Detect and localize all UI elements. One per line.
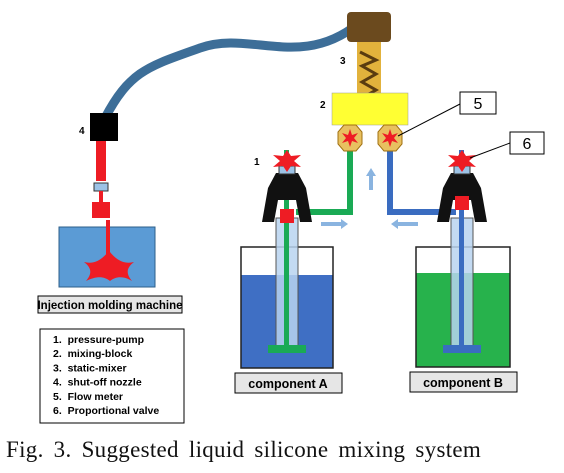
mixing-block: [331, 92, 409, 126]
figure-caption: Fig. 3. Suggested liquid silicone mixing…: [6, 437, 482, 462]
part-number-6: 6: [523, 136, 532, 153]
legend-item: 5. Flow meter: [53, 391, 123, 403]
line-b: [387, 142, 456, 215]
legend-item: 4. shut-off nozzle: [53, 377, 142, 389]
part-number-2: 2: [320, 100, 326, 111]
legend-item: 6. Proportional valve: [53, 405, 159, 417]
pump-b-rod: [459, 150, 464, 346]
callout-6-leader: [469, 142, 511, 159]
part-number-5: 5: [474, 96, 483, 113]
flow-meter-a-star: [342, 129, 358, 147]
pump-a-body: [262, 173, 312, 222]
component-a-label: component A: [248, 377, 327, 391]
pump-b-foot: [443, 345, 481, 353]
machine-label-box: [37, 295, 183, 314]
flow-arrow-a: [321, 219, 348, 229]
flow-meter-b-star: [382, 129, 398, 147]
part-number-4: 4: [79, 126, 85, 137]
line-a: [296, 142, 353, 215]
nozzle-link: [99, 191, 103, 202]
legend-item: 2. mixing-block: [53, 348, 133, 360]
mold-cavity: [84, 252, 134, 281]
part-number-3: 3: [340, 56, 346, 67]
pump-a-valve: [280, 209, 294, 223]
flow-arrow-up: [366, 168, 376, 190]
callout-6-box: [509, 131, 545, 155]
callout-5-leader: [397, 103, 461, 137]
nozzle-red-block: [92, 202, 110, 218]
component-b-label: component B: [423, 376, 503, 390]
nozzle-coupler: [93, 182, 109, 192]
static-mixer-cap: [347, 12, 391, 42]
proportional-valve-star: [448, 150, 476, 172]
pump-a-foot: [268, 345, 306, 353]
pressure-pump-a-star: [273, 150, 301, 172]
pump-a-rod: [284, 150, 289, 346]
shut-off-nozzle: [90, 113, 118, 141]
legend-box: [39, 328, 185, 424]
legend-item: 3. static-mixer: [53, 362, 127, 374]
feed-hose: [100, 19, 363, 123]
sprue-channel: [106, 220, 110, 256]
liquid-silicone-mixing-diagram: 4 Injection molding machine 1. pressure-…: [37, 12, 545, 424]
part-number-1: 1: [254, 157, 260, 168]
machine-label: Injection molding machine: [37, 300, 182, 312]
component-a-label-box: [234, 372, 343, 394]
pump-b-valve: [455, 196, 469, 210]
callout-5-box: [459, 91, 497, 115]
flow-arrow-b: [391, 219, 418, 229]
legend-item: 1. pressure-pump: [53, 334, 144, 346]
nozzle-red-pipe: [96, 141, 106, 181]
component-b-label-box: [409, 371, 518, 393]
legend: 1. pressure-pump 2. mixing-block 3. static…: [53, 334, 159, 417]
